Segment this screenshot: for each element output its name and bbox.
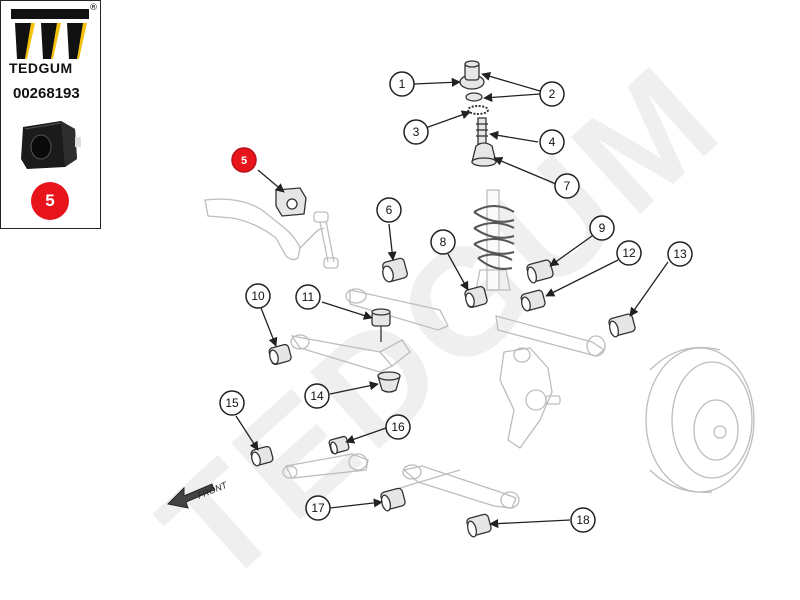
callout-14: 14 bbox=[310, 389, 324, 403]
callout-4: 4 bbox=[549, 135, 556, 149]
callout-3: 3 bbox=[413, 125, 420, 139]
callout-16: 16 bbox=[391, 420, 405, 434]
callout-18: 18 bbox=[576, 513, 590, 527]
rubber-cup bbox=[377, 371, 401, 393]
callout-7: 7 bbox=[564, 179, 571, 193]
callout-1: 1 bbox=[399, 77, 406, 91]
callout-12: 12 bbox=[622, 246, 636, 260]
callout-15: 15 bbox=[225, 396, 239, 410]
callout-5: 5 bbox=[241, 155, 247, 167]
callout-13: 13 bbox=[673, 247, 687, 261]
part-number: 00268193 bbox=[13, 85, 80, 102]
registered-mark: ® bbox=[89, 3, 98, 13]
tedgum-logo bbox=[11, 9, 89, 59]
watermark: TEDGUM bbox=[129, 32, 751, 600]
callout-11: 11 bbox=[302, 290, 315, 304]
stabilizer-bushing-photo bbox=[21, 121, 81, 169]
product-info-panel: ® TEDGUM 00268193 5 bbox=[0, 0, 101, 229]
callout-8: 8 bbox=[440, 235, 447, 249]
callout-numbers: 1 2 3 4 5 6 7 8 9 10 11 12 13 14 15 16 1… bbox=[225, 77, 687, 527]
callout-circles bbox=[219, 71, 693, 533]
callout-6: 6 bbox=[386, 203, 393, 217]
callout-17: 17 bbox=[311, 501, 325, 515]
coil-spring bbox=[473, 205, 515, 270]
callout-10: 10 bbox=[251, 289, 265, 303]
callout-2: 2 bbox=[549, 87, 556, 101]
strut-parts bbox=[459, 60, 497, 167]
selected-part-badge: 5 bbox=[31, 182, 69, 220]
callout-9: 9 bbox=[599, 221, 606, 235]
leader-lines bbox=[235, 71, 669, 529]
bushings bbox=[250, 187, 636, 538]
brand-name: TEDGUM bbox=[9, 60, 73, 76]
